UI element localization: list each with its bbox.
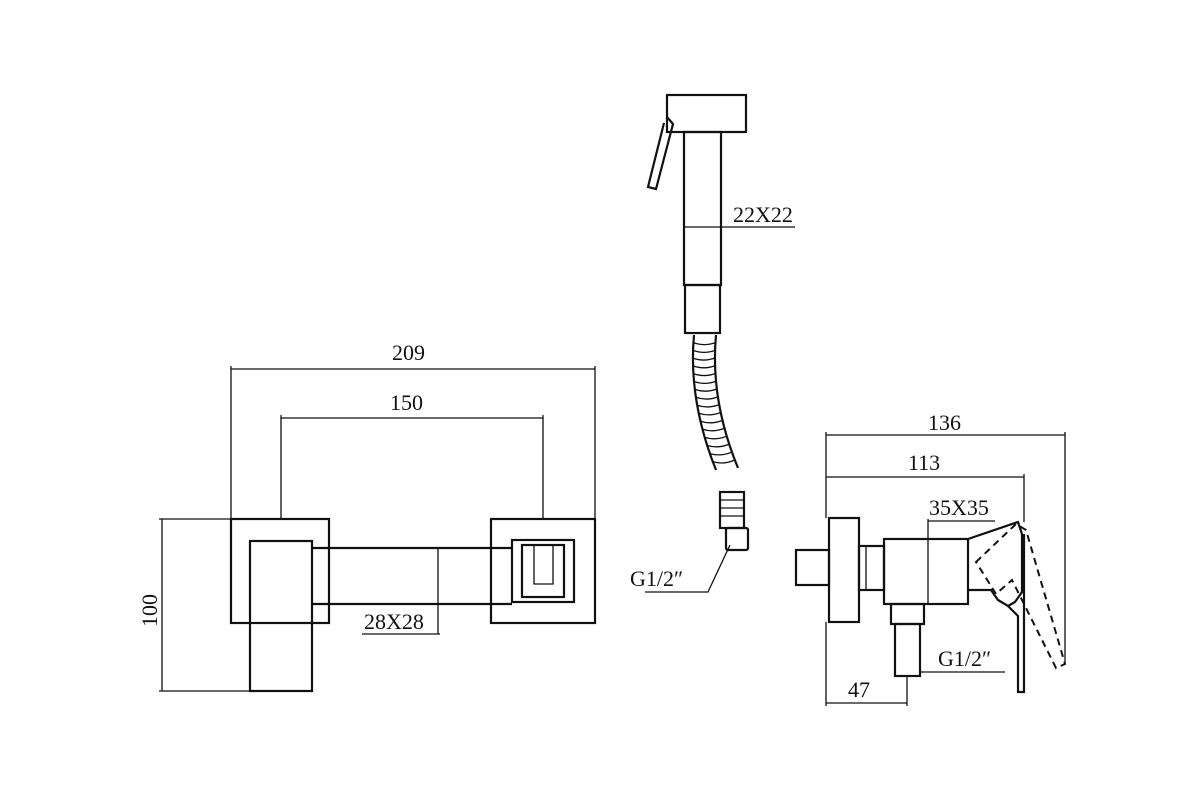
- hose-ring: [700, 419, 723, 424]
- side-lever-back: [1007, 534, 1026, 694]
- hose-ring: [695, 396, 719, 400]
- dim-label-22x22: 22X22: [733, 202, 793, 227]
- holder-socket-inner: [520, 543, 566, 599]
- hose-ring: [696, 404, 720, 408]
- hose-outline-left: [691, 334, 718, 471]
- side-wall-flange: [827, 516, 861, 624]
- leader-g12-sprayer: [645, 544, 731, 593]
- connector-threads: [720, 499, 744, 517]
- dim-line-209: [230, 366, 596, 519]
- hose-ring: [704, 435, 727, 440]
- hose-ring: [692, 365, 716, 369]
- dim-label-150: 150: [390, 390, 423, 415]
- hose-outline-right: [713, 334, 740, 469]
- right-holder-plate: [489, 517, 597, 625]
- sprayer-trigger: [646, 116, 675, 191]
- valve-body-front: [248, 539, 314, 693]
- holder-socket-slot: [533, 545, 554, 585]
- dim-line-113: [826, 474, 1025, 522]
- holder-socket-outer: [510, 538, 576, 604]
- hose-rings: [692, 342, 736, 464]
- dim-label-209: 209: [392, 340, 425, 365]
- side-outlet-pipe: [893, 622, 922, 678]
- hose-ring: [692, 357, 716, 361]
- hose-ring: [693, 380, 717, 385]
- dim-label-136: 136: [928, 410, 961, 435]
- dim-line-150: [280, 415, 544, 519]
- side-view: 136 113 35X35 G1/2″ 47: [794, 410, 1067, 706]
- hose-ring: [712, 459, 736, 464]
- sprayer-collar: [683, 283, 722, 335]
- dim-label-47: 47: [848, 677, 870, 702]
- dim-label-113: 113: [908, 450, 940, 475]
- dim-label-100: 100: [137, 594, 162, 627]
- hose-ring: [694, 388, 718, 392]
- dim-line-136: [825, 432, 1066, 664]
- dim-line-100: [159, 518, 250, 692]
- front-view: 209 150 100 28X28: [137, 340, 597, 693]
- dim-label-28x28: 28X28: [364, 609, 424, 634]
- hose-ring: [698, 411, 721, 416]
- hose-nut: [724, 526, 750, 552]
- side-lever: [967, 520, 1024, 608]
- left-wall-flange: [229, 517, 331, 625]
- hose-ring: [693, 342, 716, 346]
- hose-ring: [709, 451, 733, 456]
- side-valve-body: [882, 537, 970, 606]
- hand-sprayer: 22X22 G1/2″: [630, 93, 795, 593]
- dim-label-g12-side: G1/2″: [938, 646, 991, 671]
- side-outlet-nut: [889, 602, 926, 626]
- dim-line-47: [825, 622, 908, 706]
- dim-label-35x35: 35X35: [929, 495, 989, 520]
- inlet-pipe: [794, 548, 831, 587]
- sprayer-handle: [682, 130, 723, 287]
- hose-ring: [706, 443, 730, 448]
- sprayer-head: [665, 93, 748, 134]
- hose-connector: [718, 490, 746, 530]
- hose-ring: [693, 372, 716, 377]
- dim-line-28x28: [362, 548, 440, 635]
- side-nut: [857, 544, 886, 592]
- hose-ring: [692, 349, 716, 353]
- dim-line-35x35: [927, 519, 995, 539]
- dim-label-g12-sprayer: G1/2″: [630, 566, 683, 591]
- hose-ring: [702, 427, 725, 432]
- connecting-bar: [312, 546, 512, 606]
